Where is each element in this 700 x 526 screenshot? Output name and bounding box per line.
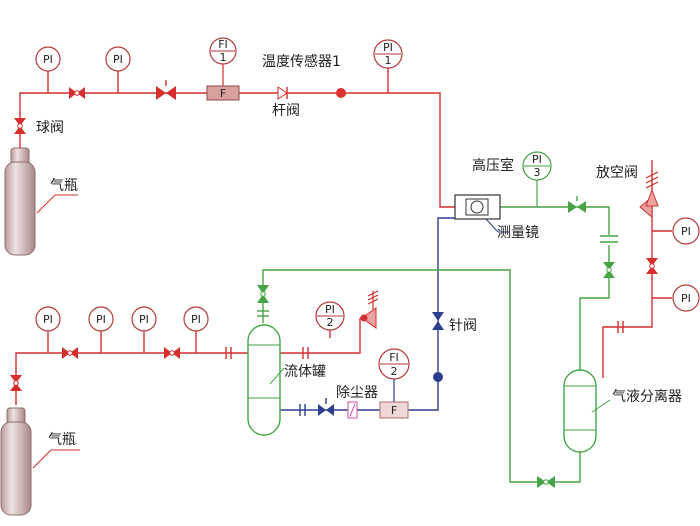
svg-text:PI: PI xyxy=(139,313,149,326)
flange-green xyxy=(257,310,269,317)
temp-sensor-label: 温度传感器1 xyxy=(262,53,341,70)
dust-remover xyxy=(347,401,358,419)
cylinder-top-label: 气瓶 xyxy=(50,178,78,194)
leader-lines-green xyxy=(269,367,611,413)
gauge-pi-2: PI 2 xyxy=(315,301,345,331)
valve-separator-inlet[interactable] xyxy=(603,262,615,278)
dust-remover-label: 除尘器 xyxy=(336,385,378,401)
rod-valve-label: 杆阀 xyxy=(272,103,300,119)
safety-valve-bottom[interactable] xyxy=(360,290,379,329)
svg-text:PI: PI xyxy=(681,292,691,305)
svg-text:PI: PI xyxy=(532,153,542,166)
gauge-pi-1: PI 1 xyxy=(373,39,403,69)
svg-text:PI: PI xyxy=(113,53,123,66)
svg-text:2: 2 xyxy=(327,316,334,329)
gas-cylinder-bottom xyxy=(0,407,32,516)
top-gas-line xyxy=(19,68,455,208)
gauge-pi-3: PI 3 xyxy=(522,151,552,207)
svg-text:1: 1 xyxy=(385,54,392,67)
valve-outlet-top[interactable] xyxy=(568,196,586,213)
flowmeter-bottom-label: F xyxy=(391,404,397,417)
chamber-label: 高压室 xyxy=(472,157,514,174)
ball-valve-top[interactable] xyxy=(14,118,26,134)
svg-text:FI: FI xyxy=(218,38,228,51)
temp-sensor-dot xyxy=(336,88,346,98)
gas-liquid-separator xyxy=(563,369,597,453)
rod-valve[interactable] xyxy=(277,86,288,100)
valve-fluid-inlet[interactable] xyxy=(318,398,334,416)
gauge-pi-right-2: PI xyxy=(672,284,700,312)
leader-lines xyxy=(32,194,80,469)
flange-bottom-blue xyxy=(299,404,306,416)
gauge-pi-top-2: PI xyxy=(105,46,131,72)
svg-text:PI: PI xyxy=(43,53,53,66)
gauge-fi-1: FI 1 xyxy=(209,37,237,86)
vent-valve-label: 放空阀 xyxy=(596,165,638,181)
gas-cylinder-top xyxy=(4,147,36,256)
needle-valve[interactable] xyxy=(432,312,444,330)
sight-glass-label: 测量镜 xyxy=(497,225,539,241)
svg-text:3: 3 xyxy=(534,166,541,179)
separator-label: 气液分离器 xyxy=(612,388,682,405)
flange-bottom-red xyxy=(225,321,624,359)
svg-text:PI: PI xyxy=(383,41,393,54)
svg-text:1: 1 xyxy=(220,51,227,64)
svg-text:PI: PI xyxy=(325,303,335,316)
vent-line xyxy=(602,160,672,378)
svg-text:PI: PI xyxy=(191,313,201,326)
valve-tank-outlet[interactable] xyxy=(257,285,269,303)
flowmeter-bottom: F xyxy=(379,401,409,419)
junction-dot xyxy=(433,372,443,382)
gauge-pi-bot-4: PI xyxy=(183,306,209,332)
valve-vent-lower[interactable] xyxy=(646,258,658,274)
svg-text:FI: FI xyxy=(389,351,399,364)
ball-valve-label: 球阀 xyxy=(36,120,64,136)
svg-text:PI: PI xyxy=(681,225,691,238)
gauge-pi-bot-3: PI xyxy=(131,306,157,332)
ball-valve-bottom[interactable] xyxy=(10,375,22,391)
svg-text:PI: PI xyxy=(96,313,106,326)
leader-lines-dark xyxy=(485,218,510,233)
gauge-pi-bot-2: PI xyxy=(88,306,114,332)
gauge-pi-bot-1: PI xyxy=(35,306,61,332)
valve-bottom-1[interactable] xyxy=(62,347,78,359)
fluid-tank xyxy=(247,324,281,436)
flowmeter-top: F xyxy=(206,85,240,101)
gauge-pi-right-1: PI xyxy=(672,217,700,245)
valve-bottom-2[interactable] xyxy=(164,347,180,359)
svg-text:2: 2 xyxy=(391,365,398,378)
high-pressure-chamber xyxy=(454,194,501,220)
gauge-fi-2: FI 2 xyxy=(378,348,410,402)
svg-text:PI: PI xyxy=(43,313,53,326)
gauge-pi-top-1: PI xyxy=(35,46,61,72)
outlet-line xyxy=(262,206,618,483)
cylinder-bottom-label: 气瓶 xyxy=(48,432,76,448)
fluid-tank-label: 流体罐 xyxy=(284,364,326,380)
valve-outlet-bottom[interactable] xyxy=(537,476,555,488)
flowmeter-top-label: F xyxy=(220,87,226,100)
vent-valve[interactable] xyxy=(639,171,659,219)
needle-valve-label: 针阀 xyxy=(449,318,477,334)
check-valve-top[interactable] xyxy=(156,80,176,100)
valve-top-1[interactable] xyxy=(69,87,85,99)
